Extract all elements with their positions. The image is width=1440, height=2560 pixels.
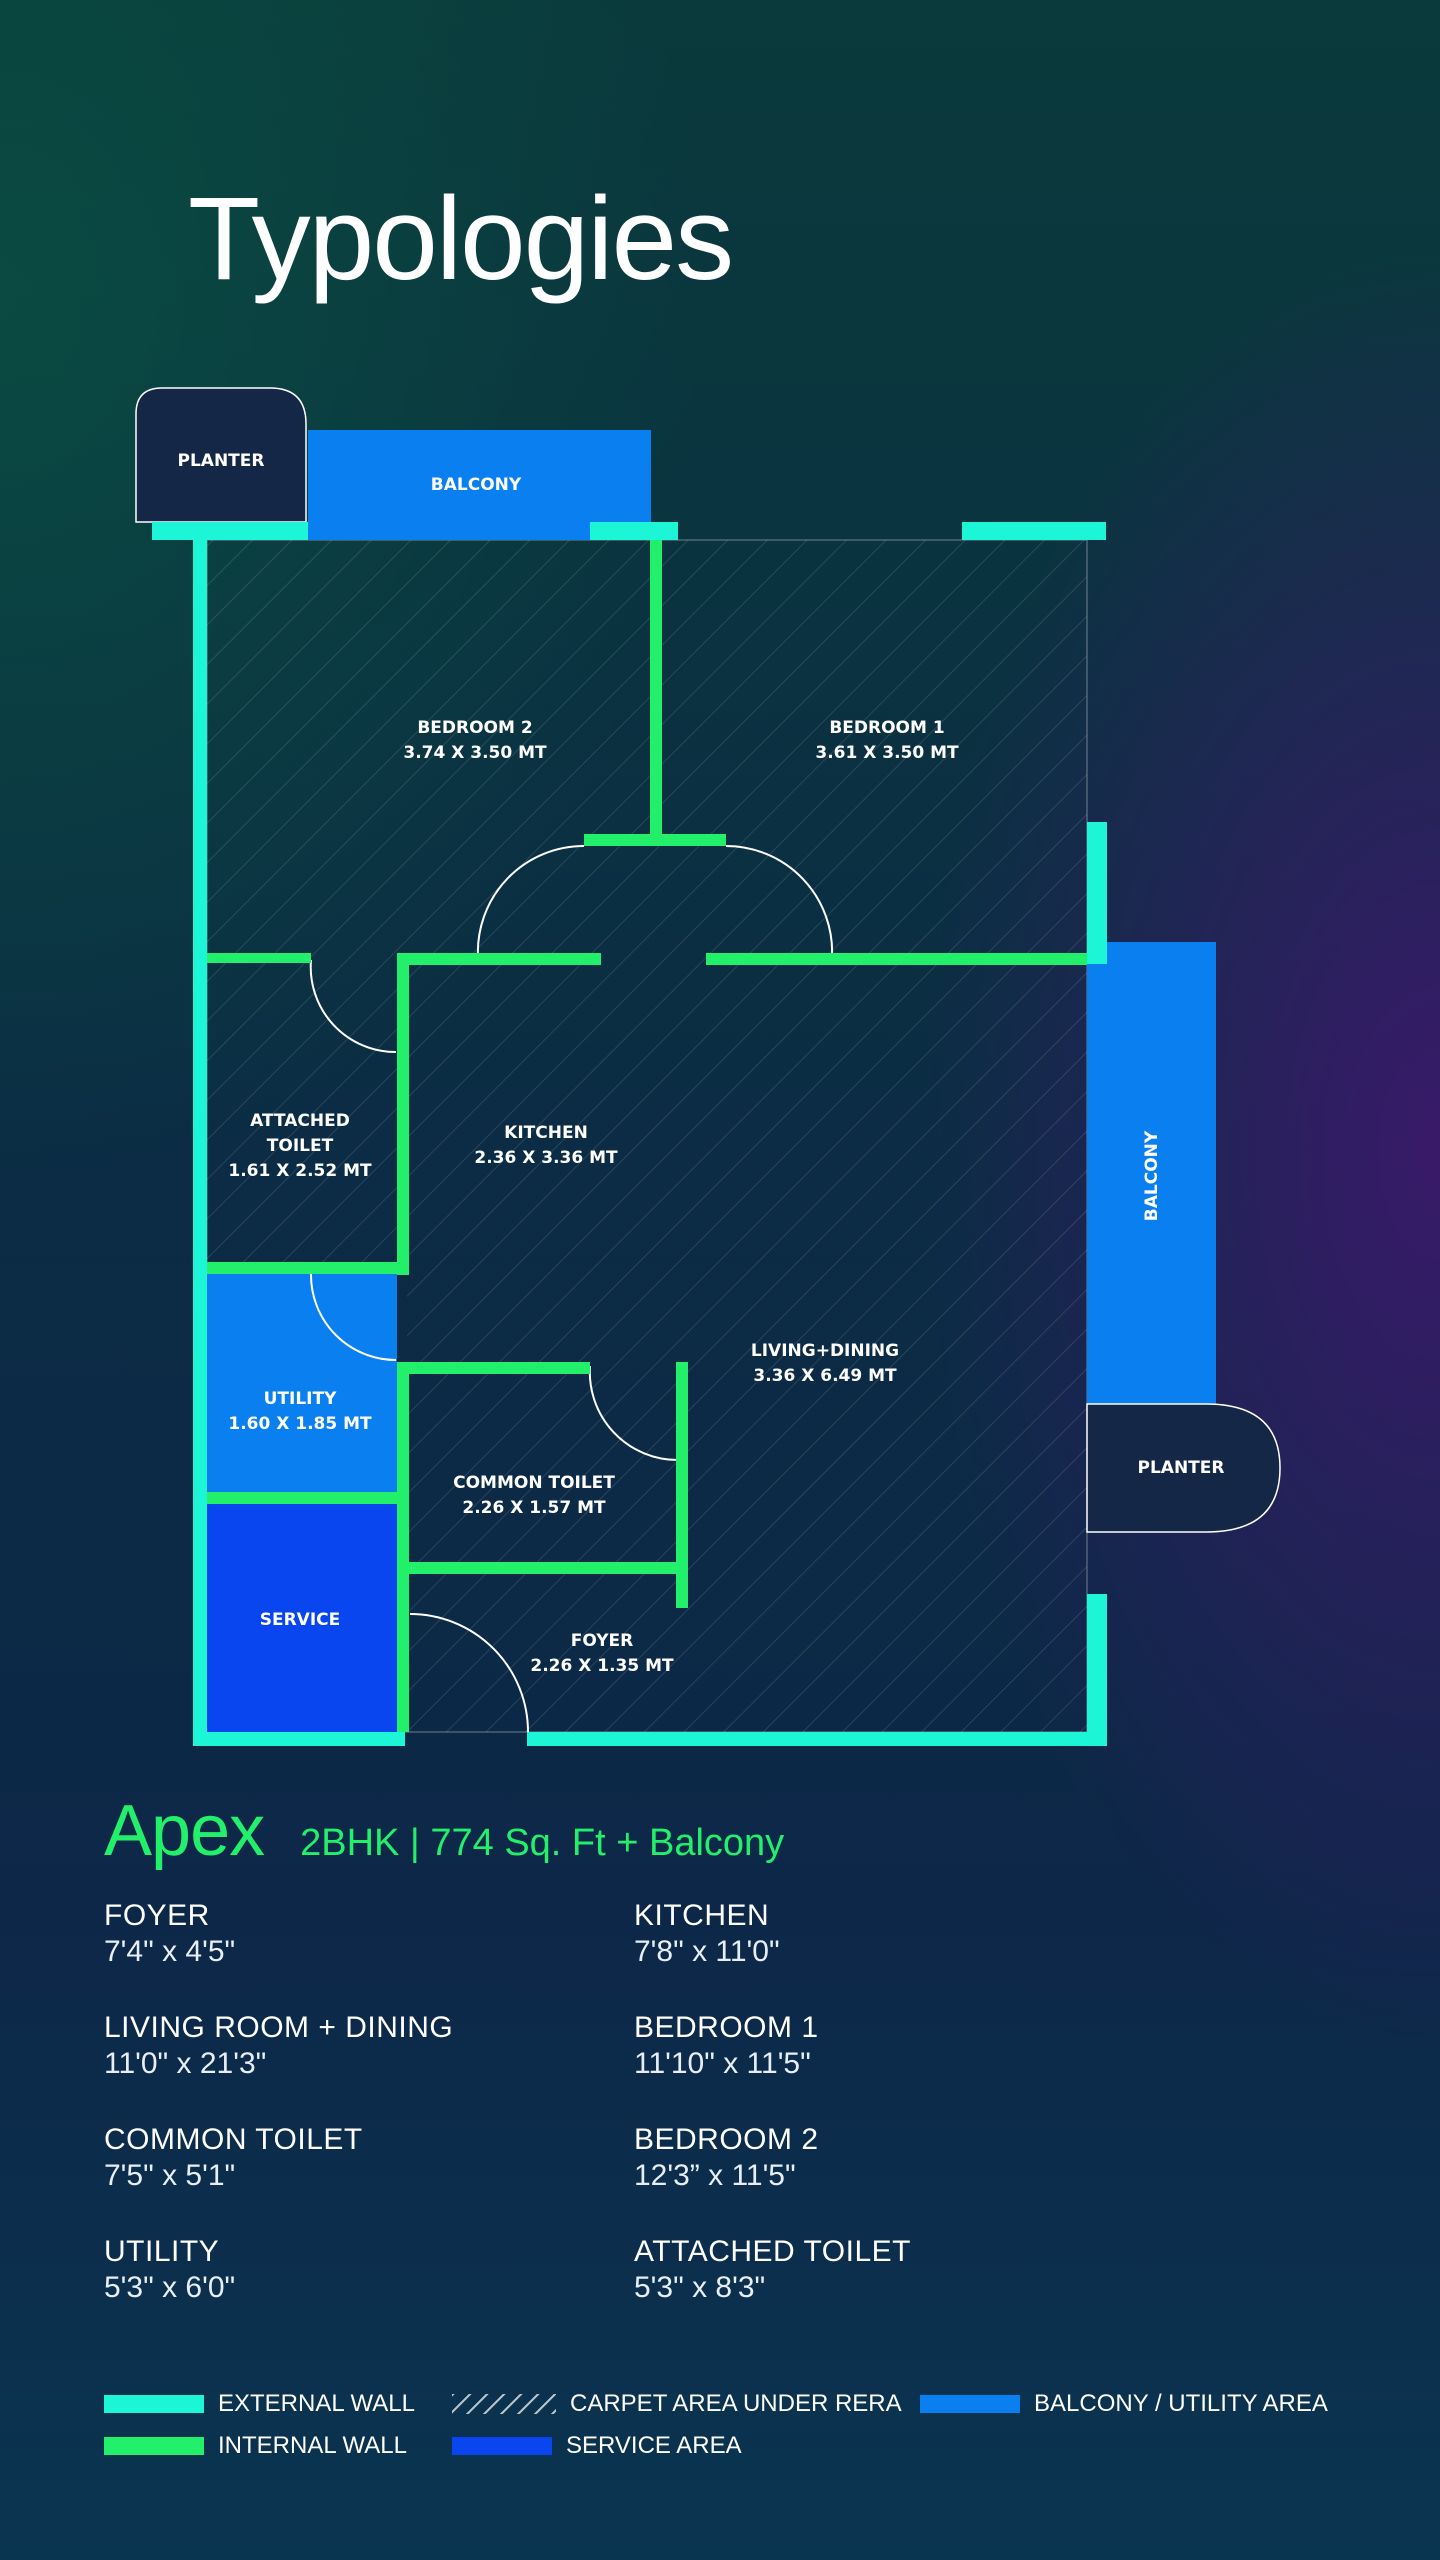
spec-attached-toilet: ATTACHED TOILET 5'3" x 8'3" (634, 2235, 911, 2304)
common-toilet-dims: 2.26 X 1.57 MT (462, 1498, 606, 1518)
spec-living-dining: LIVING ROOM + DINING 11'0" x 21'3" (104, 2011, 454, 2080)
planter-side-shape (1086, 1403, 1281, 1533)
external-walls (152, 522, 1107, 1746)
bedroom2-name: BEDROOM 2 (417, 718, 532, 738)
bedroom1-name: BEDROOM 1 (829, 718, 944, 738)
utility-dims: 1.60 X 1.85 MT (228, 1414, 372, 1434)
unit-summary: 2BHK | 774 Sq. Ft + Balcony (300, 1822, 785, 1864)
legend-internal-wall: INTERNAL WALL (104, 2432, 407, 2460)
attached-toilet-name-2: TOILET (267, 1136, 334, 1156)
utility-area (207, 1274, 397, 1496)
legend-service-area: SERVICE AREA (452, 2432, 742, 2460)
internal-wall-swatch (104, 2437, 204, 2455)
planter-top-label: PLANTER (178, 451, 265, 471)
spec-utility: UTILITY 5'3" x 6'0" (104, 2235, 236, 2304)
spec-common-toilet: COMMON TOILET 7'5" x 5'1" (104, 2123, 363, 2192)
balcony-side-area (1087, 942, 1216, 1404)
floor-plan: PLANTER BALCONY BEDROOM 2 3.74 X 3.50 MT… (135, 387, 1281, 1746)
legend-carpet-area: CARPET AREA UNDER RERA (452, 2390, 902, 2418)
door-swings (309, 844, 834, 1733)
spec-foyer: FOYER 7'4" x 4'5" (104, 1899, 236, 1968)
attached-toilet-dims: 1.61 X 2.52 MT (228, 1161, 372, 1181)
external-wall-swatch (104, 2395, 204, 2413)
balcony-top-label: BALCONY (431, 475, 522, 495)
carpet-hatch-swatch (452, 2394, 556, 2414)
legend-balcony-utility: BALCONY / UTILITY AREA (920, 2390, 1328, 2418)
attached-toilet-name-1: ATTACHED (250, 1111, 350, 1131)
balcony-top-area (308, 430, 651, 540)
legend-external-wall: EXTERNAL WALL (104, 2390, 415, 2418)
bedroom2-dims: 3.74 X 3.50 MT (403, 743, 547, 763)
service-area-swatch (452, 2437, 552, 2455)
foyer-name: FOYER (571, 1631, 633, 1651)
spec-bedroom2: BEDROOM 2 12'3” x 11'5" (634, 2123, 819, 2192)
utility-name: UTILITY (264, 1389, 337, 1409)
bedroom1-dims: 3.61 X 3.50 MT (815, 743, 959, 763)
living-dining-dims: 3.36 X 6.49 MT (753, 1366, 897, 1386)
balcony-side-label: BALCONY (1142, 1130, 1162, 1221)
foyer-dims: 2.26 X 1.35 MT (530, 1656, 674, 1676)
spec-bedroom1: BEDROOM 1 11'10" x 11'5" (634, 2011, 819, 2080)
kitchen-dims: 2.36 X 3.36 MT (474, 1148, 618, 1168)
carpet-area-hatch (207, 540, 1087, 1732)
common-toilet-name: COMMON TOILET (453, 1473, 615, 1493)
spec-kitchen: KITCHEN 7'8" x 11'0" (634, 1899, 780, 1968)
planter-side-label: PLANTER (1138, 1458, 1225, 1478)
page-title: Typologies (188, 173, 734, 305)
internal-walls (207, 540, 1087, 1732)
kitchen-name: KITCHEN (504, 1123, 588, 1143)
service-area (207, 1504, 397, 1732)
unit-name: Apex (104, 1791, 265, 1871)
living-dining-name: LIVING+DINING (751, 1341, 899, 1361)
planter-top-shape (135, 387, 307, 523)
unit-heading: Apex 2BHK | 774 Sq. Ft + Balcony (104, 1790, 784, 1872)
service-label: SERVICE (260, 1610, 341, 1630)
balcony-utility-swatch (920, 2395, 1020, 2413)
